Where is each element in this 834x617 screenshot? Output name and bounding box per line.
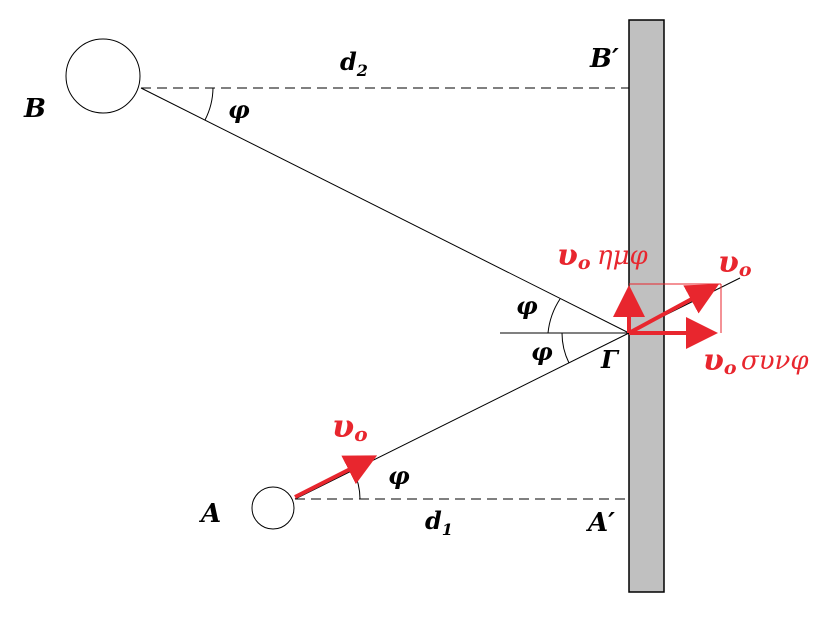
ball-A [251, 486, 295, 530]
velocity-vector-reflected [628, 284, 720, 335]
velocity-vector-A [294, 455, 378, 499]
angle-arc-lower [561, 332, 570, 364]
label-phi-lower: φ [531, 337, 553, 366]
label-A-prime: A′ [585, 508, 615, 538]
label-vo-reflected: υo [718, 245, 752, 281]
label-phi-upper: φ [516, 291, 538, 320]
label-cos-component: συνφ [741, 346, 809, 376]
label-B: B [23, 94, 46, 124]
label-d1: d1 [425, 506, 453, 539]
trajectory-B-Gamma [140, 87, 630, 334]
label-sin-component: ημφ [597, 241, 648, 271]
wall [628, 19, 665, 593]
label-vo-cos: υo [703, 343, 737, 379]
angle-arc-A [352, 469, 361, 500]
label-vo-sin: υo [557, 238, 591, 274]
label-phi-B: φ [228, 95, 250, 124]
angle-arc-upper [547, 298, 561, 334]
label-vo-A: υo [332, 407, 368, 446]
label-Gamma: Γ [600, 345, 620, 374]
angle-arc-B [204, 87, 214, 121]
ball-B [65, 38, 141, 114]
label-B-prime: B′ [589, 44, 619, 74]
label-phi-A: φ [388, 461, 410, 490]
label-A: A [198, 499, 221, 529]
label-d2: d2 [340, 47, 368, 80]
